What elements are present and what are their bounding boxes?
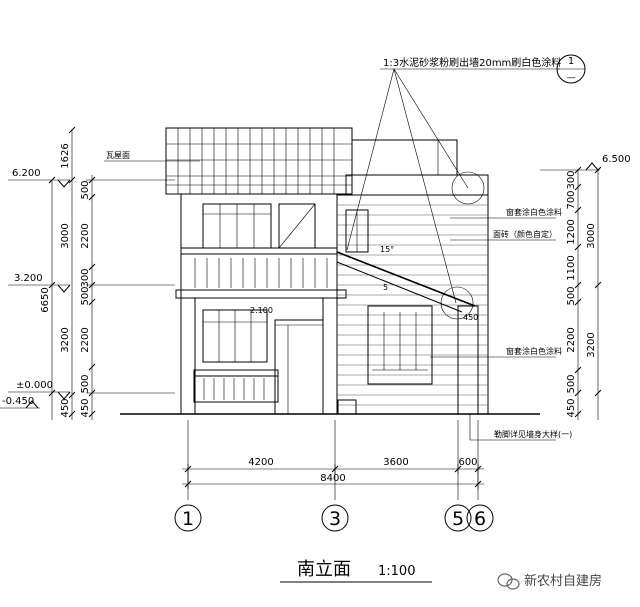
title-scale: 1:100: [378, 564, 415, 579]
dim-left-500b: 500: [80, 286, 91, 305]
note-height-2100: 2.100: [250, 306, 273, 315]
left-roof: 瓦屋面: [104, 127, 353, 195]
note-dim-450-right: 450: [463, 313, 478, 322]
dim-left-6650: 6650: [40, 287, 51, 312]
axis-lines: [187, 420, 479, 500]
bottom-dimensions: 4200 3600 600 8400: [182, 457, 484, 489]
axis-label-6: 6: [474, 508, 486, 530]
dim-left-1626: 1626: [60, 143, 71, 168]
dim-left-450b: 450: [80, 398, 91, 417]
right-annotations: 窗套涂白色涂料 面砖（颜色自定） 窗套涂白色涂料 勒脚详见墙身大样(一): [430, 207, 572, 441]
dim-right-450: 450: [566, 398, 577, 417]
wechat-icon: [497, 573, 520, 590]
elev-left-base: -0.450: [2, 396, 34, 407]
title-main: 南立面: [297, 559, 351, 580]
dim-bottom-4200: 4200: [248, 457, 273, 468]
dim-left-3000: 3000: [60, 223, 71, 248]
dim-bottom-total: 8400: [320, 473, 345, 484]
dim-right-1200: 1200: [566, 219, 577, 244]
detail-number: 1: [568, 56, 574, 67]
note-window-trim-bottom: 窗套涂白色涂料: [506, 346, 562, 356]
left-dimensions: 1626 6650 450 3000 3200 500 2200 300 500…: [40, 126, 175, 420]
drawing-title: 南立面 1:100: [280, 559, 432, 583]
lower-balusters: [203, 378, 265, 400]
elev-left-zero: ±0.000: [16, 380, 53, 391]
dim-right-300: 300: [566, 170, 577, 189]
upper-balusters: [194, 258, 328, 288]
axis-label-5: 5: [452, 508, 464, 530]
dim-right-2200: 2200: [566, 327, 577, 352]
note-plinth: 勒脚详见墙身大样(一): [494, 429, 572, 439]
axis-bubble-6: [466, 504, 494, 532]
elev-left-3200: 3.200: [14, 273, 43, 284]
dim-left-450: 450: [60, 398, 71, 417]
note-pitch: 15°: [380, 245, 394, 254]
left-block-walls: 2.100: [175, 193, 347, 415]
elev-right-6500: 6.500: [602, 154, 631, 165]
dim-right-1100: 1100: [566, 255, 577, 280]
callout-circle-top: [451, 171, 485, 205]
detail-sheet: —: [567, 73, 576, 83]
dim-right-700: 700: [566, 190, 577, 209]
axis-label-1: 1: [182, 508, 194, 530]
dim-right-3200: 3200: [586, 332, 597, 357]
dim-left-2200a: 2200: [80, 223, 91, 248]
right-top-block: [345, 139, 489, 196]
axis-label-3: 3: [329, 508, 341, 530]
dim-bottom-3600: 3600: [383, 457, 408, 468]
lower-window-right: [367, 305, 433, 385]
dim-left-500c: 500: [80, 374, 91, 393]
callout-text: 1:3水泥砂浆粉刷出墙20mm刷白色涂料: [383, 56, 561, 69]
callout-circle-bottom: [440, 286, 474, 320]
dim-left-500a: 500: [80, 180, 91, 199]
left-elevation-marks: 6.200 3.200 ±0.000 -0.450: [0, 168, 71, 409]
watermark: 新农村自建房: [497, 573, 602, 590]
right-brick-block: 15° 5 450: [336, 194, 489, 415]
elev-left-6200: 6.200: [12, 168, 41, 179]
dim-bottom-600: 600: [458, 457, 477, 468]
note-pitch-ratio: 5: [383, 283, 388, 292]
note-roof-tile: 瓦屋面: [106, 151, 130, 160]
dim-right-500a: 500: [566, 286, 577, 305]
entrance-door: [274, 319, 324, 415]
right-dimensions: 3000 3200 300 700 1200 1100 500 2200 500…: [540, 154, 631, 420]
note-wall-brick: 面砖（颜色自定）: [493, 229, 557, 239]
dim-left-3200: 3200: [60, 327, 71, 352]
axis-bubble-1: [174, 504, 202, 532]
dim-right-500b: 500: [566, 374, 577, 393]
note-window-trim-top: 窗套涂白色涂料: [506, 207, 562, 217]
axis-bubble-3: [321, 504, 349, 532]
top-callout: 1:3水泥砂浆粉刷出墙20mm刷白色涂料 1 —: [346, 54, 586, 304]
watermark-text: 新农村自建房: [524, 573, 602, 589]
dim-left-2200b: 2200: [80, 327, 91, 352]
dim-right-3000: 3000: [586, 223, 597, 248]
dim-left-300: 300: [80, 268, 91, 287]
axis-bubble-5: [444, 504, 472, 532]
axis-bubbles: 1 3 5 6: [174, 504, 494, 532]
